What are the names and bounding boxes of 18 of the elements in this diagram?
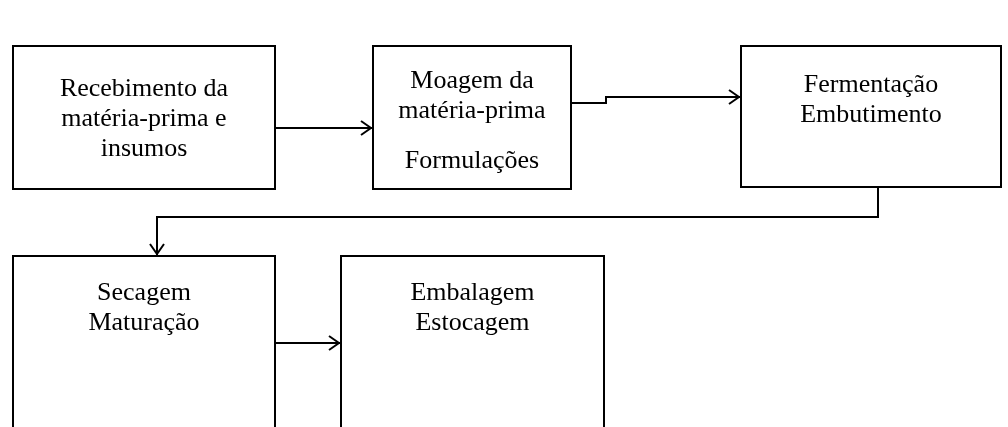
- process-box: [372, 45, 572, 190]
- step-label: Moagem da matéria-prima: [397, 65, 547, 125]
- arrow: [275, 335, 341, 351]
- step-label: Fermentação: [803, 69, 939, 99]
- step-label: Estocagem: [415, 307, 530, 337]
- step-label: Formulações: [404, 145, 540, 175]
- process-box: [12, 45, 276, 190]
- arrow: [571, 89, 741, 105]
- step-label: Embalagem: [410, 277, 535, 307]
- process-box: [12, 255, 276, 427]
- step-label: Maturação: [88, 307, 200, 337]
- arrow: [149, 187, 879, 256]
- process-box: [340, 255, 605, 427]
- step-label: Secagem: [97, 277, 191, 307]
- step-label: Recebimento da matéria-prima e insumos: [58, 72, 230, 163]
- process-box: [740, 45, 1002, 188]
- step-label: Embutimento: [800, 99, 942, 129]
- arrow: [275, 120, 373, 136]
